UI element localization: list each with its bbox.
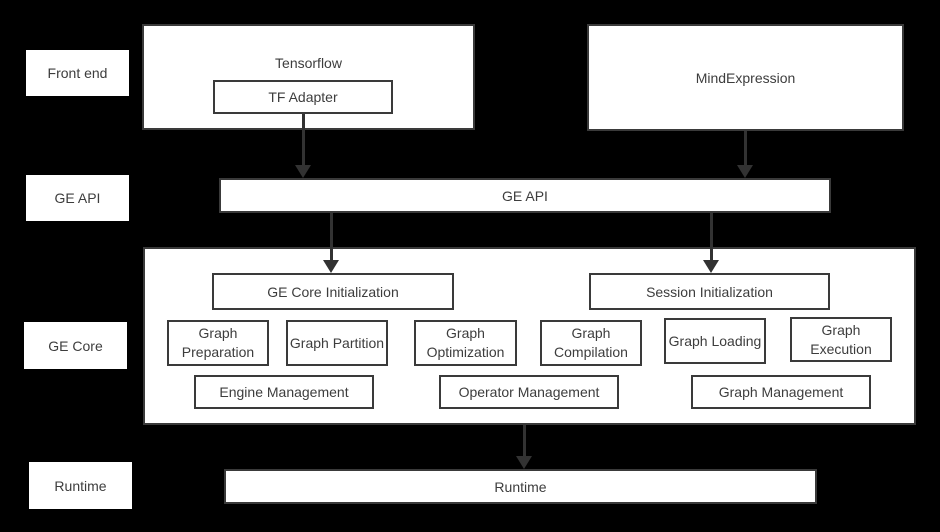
row-label-ge-core: GE Core xyxy=(24,322,127,369)
arrow-shaft xyxy=(709,213,713,261)
ge-api-bar-label: GE API xyxy=(502,187,548,204)
row-label-front-end: Front end xyxy=(26,50,129,96)
ge-core-initialization-label: GE Core Initialization xyxy=(267,283,399,300)
graph-preparation-box: Graph Preparation xyxy=(167,320,269,366)
arrow-ge-api-to-ge-core-initialization xyxy=(323,213,339,273)
graph-management-box: Graph Management xyxy=(691,375,871,409)
row-label-runtime: Runtime xyxy=(29,462,132,509)
ge-core-initialization-box: GE Core Initialization xyxy=(212,273,454,310)
graph-management-label: Graph Management xyxy=(718,384,844,400)
arrow-head-icon xyxy=(737,165,753,178)
row-label-ge-api: GE API xyxy=(26,175,129,221)
graph-preparation-label: Graph Preparation xyxy=(181,325,255,360)
arrow-ge-api-to-session-initialization xyxy=(703,213,719,273)
operator-management-label: Operator Management xyxy=(458,384,600,400)
arrow-head-icon xyxy=(516,456,532,469)
graph-optimization-label: Graph Optimization xyxy=(426,325,505,360)
graph-partition-box: Graph Partition xyxy=(286,320,388,366)
arrow-mindexpression-to-ge-api xyxy=(737,131,753,178)
engine-management-box: Engine Management xyxy=(194,375,374,409)
tensorflow-label: Tensorflow xyxy=(275,55,342,71)
mindexpression-label: MindExpression xyxy=(695,69,796,86)
tf-adapter-box: TF Adapter xyxy=(213,80,393,114)
graph-compilation-label: Graph Compilation xyxy=(554,325,628,360)
arrow-shaft xyxy=(301,114,305,166)
arrow-head-icon xyxy=(323,260,339,273)
arrow-head-icon xyxy=(703,260,719,273)
graph-compilation-box: Graph Compilation xyxy=(540,320,642,366)
graph-loading-label: Graph Loading xyxy=(668,332,762,349)
engine-management-label: Engine Management xyxy=(219,384,349,400)
session-initialization-label: Session Initialization xyxy=(646,283,773,300)
graph-partition-label: Graph Partition xyxy=(289,334,385,351)
ge-api-bar: GE API xyxy=(219,178,831,213)
row-label-front-end-text: Front end xyxy=(47,65,108,81)
row-label-runtime-text: Runtime xyxy=(54,477,107,494)
arrow-shaft xyxy=(743,131,747,166)
row-label-ge-api-text: GE API xyxy=(54,190,101,206)
arrow-shaft xyxy=(522,425,526,457)
tf-adapter-label: TF Adapter xyxy=(268,89,338,105)
arrow-tf-adapter-to-ge-api xyxy=(295,114,311,178)
graph-execution-label: Graph Execution xyxy=(810,321,872,357)
graph-loading-box: Graph Loading xyxy=(664,318,766,364)
arrow-shaft xyxy=(329,213,333,261)
row-label-ge-core-text: GE Core xyxy=(48,337,103,354)
graph-execution-box: Graph Execution xyxy=(790,317,892,362)
mindexpression-box: MindExpression xyxy=(587,24,904,131)
arrow-head-icon xyxy=(295,165,311,178)
session-initialization-box: Session Initialization xyxy=(589,273,830,310)
operator-management-box: Operator Management xyxy=(439,375,619,409)
runtime-bar-label: Runtime xyxy=(494,478,547,495)
arrow-ge-core-to-runtime xyxy=(516,425,532,469)
runtime-bar: Runtime xyxy=(224,469,817,504)
graph-optimization-box: Graph Optimization xyxy=(414,320,517,366)
